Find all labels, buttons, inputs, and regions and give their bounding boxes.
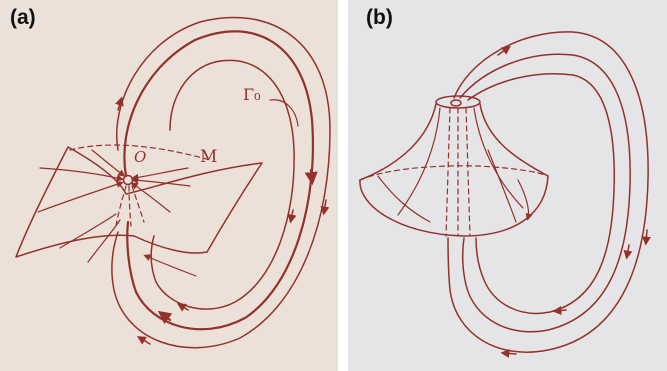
surface-flow-1	[39, 167, 124, 182]
middle-loop-arrow	[623, 244, 633, 260]
funnel-right-side	[479, 103, 549, 177]
surface-flow-2	[37, 180, 124, 213]
funnel-line-4	[517, 179, 533, 221]
funnel-line-2	[473, 107, 524, 209]
surface-hidden-edge	[69, 144, 211, 161]
outer-loop	[447, 31, 649, 353]
entering-trajectory	[143, 254, 197, 277]
inner-loop-arrow	[552, 305, 567, 315]
dashed-below-1	[115, 185, 127, 227]
funnel-line-5	[487, 149, 517, 223]
orbit-label-pointer	[269, 99, 299, 127]
surface-flow-3	[91, 149, 126, 177]
outer-arrow-3	[136, 336, 151, 345]
funnel-line-1	[397, 107, 441, 216]
surface-flow-6	[131, 167, 189, 181]
outer-loop-arrow-3	[500, 348, 517, 358]
homoclinic-orbit	[123, 30, 314, 331]
panel-a: O M Γ₀	[0, 0, 338, 371]
surface-flow-4	[130, 182, 171, 213]
panel-b-label: (b)	[366, 6, 393, 29]
orbit-label-gamma: Γ₀	[243, 85, 261, 104]
panel-a-label: (a)	[10, 6, 36, 29]
funnel-left-side	[359, 103, 437, 181]
panel-b: (b)	[348, 0, 667, 371]
tube-dash-1	[445, 107, 451, 237]
dashed-below-3	[131, 185, 145, 223]
saddle-surface	[15, 146, 263, 258]
dashed-below-2	[128, 185, 132, 227]
outer-arrow-1	[115, 96, 124, 111]
panel-a-diagram: O M Γ₀	[15, 16, 331, 349]
funnel-line-3	[377, 175, 431, 223]
funnel-hole	[450, 99, 462, 107]
tube-dash-3	[465, 107, 471, 237]
outer-loop-arrow-1	[497, 45, 511, 56]
funnel-back-rim	[359, 165, 549, 181]
surface-flow-7	[59, 213, 117, 249]
homoclinic-arrow-2	[157, 310, 173, 325]
inner-trajectory	[150, 59, 295, 310]
panel-b-diagram	[359, 31, 651, 358]
homoclinic-arrow-1	[304, 168, 318, 186]
surface-flow-8	[87, 219, 121, 263]
equilibrium-point-o	[122, 174, 134, 186]
inner-arrow-1	[287, 209, 297, 224]
funnel-bottom-rim	[359, 175, 549, 237]
point-label-o: O	[134, 148, 146, 166]
middle-loop	[459, 53, 631, 333]
outer-trajectory	[111, 16, 331, 349]
outer-loop-arrow-2	[641, 229, 651, 246]
outer-arrow-2	[320, 199, 330, 216]
inner-arrow-2	[176, 303, 189, 312]
manifold-label-m: M	[200, 147, 217, 167]
inner-loop	[467, 72, 615, 315]
